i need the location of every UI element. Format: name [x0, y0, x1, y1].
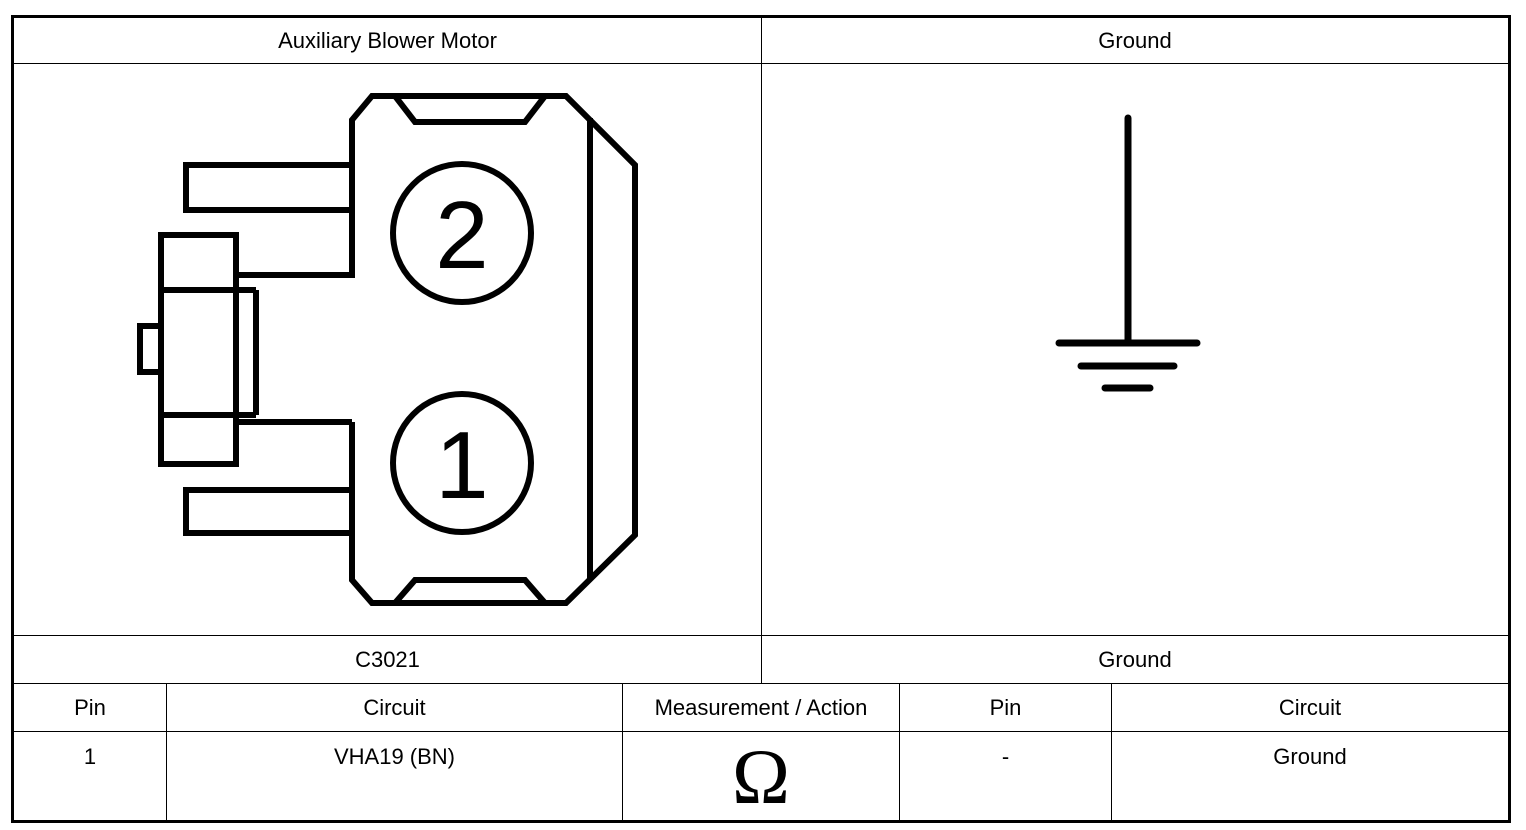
divider [761, 18, 762, 684]
ohm-icon: Ω [732, 733, 790, 820]
col-header-circuit-2: Circuit [1278, 694, 1342, 720]
component-title: Auxiliary Blower Motor [278, 28, 497, 53]
col-header-pin: Pin [74, 694, 106, 720]
connector-id: C3021 [355, 646, 420, 672]
divider [622, 684, 623, 820]
row-pin-2: - [1001, 744, 1010, 769]
col-header-measurement: Measurement / Action [654, 694, 868, 720]
divider [14, 683, 1508, 684]
divider [14, 731, 1508, 732]
row-pin: 1 [83, 744, 97, 769]
pin-2-label: 2 [435, 182, 488, 289]
ground-title: Ground [1098, 28, 1172, 53]
pin-1-label: 1 [435, 412, 488, 519]
ground-label: Ground [1098, 646, 1172, 672]
divider [1111, 684, 1112, 820]
row-circuit: VHA19 (BN) [333, 744, 456, 769]
divider [166, 684, 167, 820]
col-header-circuit: Circuit [363, 694, 426, 720]
col-header-pin-2: Pin [989, 694, 1022, 720]
row-circuit-2: Ground [1273, 744, 1347, 769]
divider [899, 684, 900, 820]
pinout-table [11, 15, 1511, 823]
divider [14, 635, 1508, 636]
